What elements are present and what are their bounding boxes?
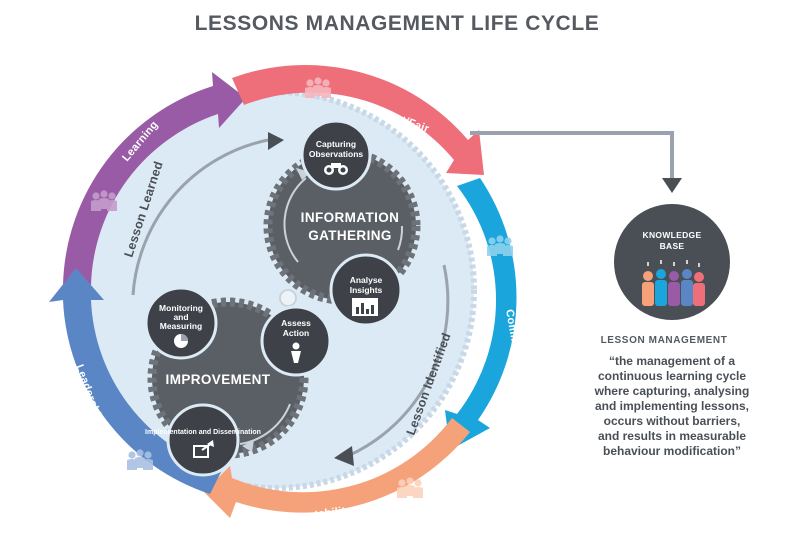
- ring-segment-leadership: [49, 268, 222, 494]
- people-group-icon: [642, 260, 705, 306]
- quote-line-4: and implementing lessons,: [595, 399, 749, 413]
- monitoring-line3: Measuring: [160, 321, 203, 331]
- assess-line2: Action: [283, 328, 309, 338]
- knowledge-base-connector: [470, 131, 674, 180]
- capturing-line2: Observations: [309, 149, 364, 159]
- lesson-identified-arrow: [349, 264, 450, 457]
- people-icon-leadership: [127, 449, 153, 470]
- node-capturing-observations[interactable]: Capturing Observations: [300, 119, 372, 191]
- quote-line-1: “the management of a: [609, 354, 735, 368]
- people-icon-communication: [487, 235, 513, 256]
- capturing-line1: Capturing: [316, 139, 356, 149]
- ring-segment-learning: [63, 72, 246, 285]
- person-icon: [291, 342, 301, 363]
- node-assess-action[interactable]: Assess Action: [260, 305, 332, 377]
- lesson-management-label: LESSON MANAGEMENT: [601, 335, 728, 346]
- quote-line-5: occurs without barriers,: [604, 414, 741, 428]
- monitoring-line2: and: [173, 312, 188, 322]
- pie-chart-icon: [174, 334, 188, 348]
- quote-line-7: behaviour modification”: [603, 444, 741, 458]
- ring-segment-accountability: [204, 418, 470, 518]
- knowledge-base-line1: KNOWLEDGE: [643, 230, 702, 240]
- analyse-line1: Analyse: [350, 275, 383, 285]
- share-icon: [193, 440, 214, 458]
- assess-line1: Assess: [281, 318, 311, 328]
- node-analyse-insights[interactable]: Analyse Insights: [329, 253, 403, 327]
- people-icon-learning: [91, 190, 117, 211]
- lesson-identified-arrowhead: [334, 446, 354, 466]
- node-monitoring-measuring[interactable]: Monitoring and Measuring: [144, 286, 218, 360]
- knowledge-base-line2: BASE: [660, 241, 685, 251]
- information-gathering-line2: GATHERING: [308, 228, 392, 243]
- connector-gear: [279, 289, 297, 307]
- knowledge-base-connector-arrowhead: [662, 178, 682, 193]
- implementation-label: Implementation and Dissemination: [145, 429, 261, 436]
- ring-segment-just-fair: [232, 65, 484, 175]
- knowledge-base[interactable]: KNOWLEDGE BASE: [614, 204, 730, 320]
- improvement-label: IMPROVEMENT: [166, 372, 271, 387]
- monitoring-line1: Monitoring: [159, 303, 203, 313]
- quote-line-6: and results in measurable: [598, 429, 746, 443]
- bar-chart-icon: [352, 298, 378, 316]
- quote-line-2: continuous learning cycle: [598, 369, 746, 383]
- information-gathering-line1: INFORMATION: [301, 210, 400, 225]
- lesson-learned-arrowhead: [268, 132, 284, 150]
- binoculars-icon: [324, 163, 348, 175]
- people-icon-accountability: [397, 477, 423, 498]
- people-icon-just-fair: [305, 77, 331, 98]
- diagram-title: LESSONS MANAGEMENT LIFE CYCLE: [195, 12, 600, 35]
- analyse-line2: Insights: [350, 285, 383, 295]
- lesson-learned-arrow: [131, 138, 269, 296]
- node-implementation-dissemination[interactable]: Implementation and Dissemination: [145, 403, 261, 477]
- quote-line-3: where capturing, analysing: [594, 384, 750, 398]
